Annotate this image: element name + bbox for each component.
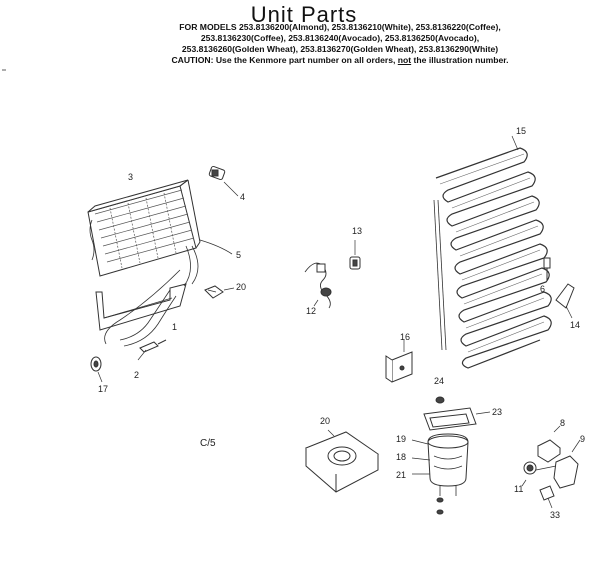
part-label-20-left: 20 (236, 282, 246, 292)
caution-suffix: the illustration number. (411, 55, 509, 65)
shield-part-14 (555, 283, 575, 319)
caution-not: not (397, 55, 412, 65)
part-label-18: 18 (396, 452, 406, 462)
models-line-3: 253.8136260(Golden Wheat), 253.8136270(G… (181, 44, 499, 54)
part-label-9: 9 (580, 434, 585, 444)
grommet-part-17 (90, 356, 103, 383)
bolt-part-6 (543, 257, 551, 280)
part-label-12: 12 (306, 306, 316, 316)
models-line-2: 253.8136230(Coffee), 253.8136240(Avocado… (200, 33, 480, 43)
page-title: Unit Parts (250, 2, 358, 27)
part-label-21: 21 (396, 470, 406, 480)
sensor-part-13 (349, 240, 361, 270)
bracket-part-16 (385, 340, 413, 383)
condenser-coil-part-3 (87, 179, 201, 277)
part-label-4: 4 (240, 192, 245, 202)
compressor-assembly-parts-18-19-21 (411, 433, 469, 515)
part-label-2: 2 (134, 370, 139, 380)
screw-part-24 (435, 396, 445, 404)
clip-part-4 (208, 165, 239, 197)
screw-part-2 (137, 339, 167, 361)
part-label-11: 11 (514, 484, 523, 494)
part-label-19: 19 (396, 434, 406, 444)
part-label-8: 8 (560, 418, 565, 428)
part-label-24: 24 (434, 376, 444, 386)
caution-prefix: CAUTION: Use the Kenmore part number on … (171, 55, 398, 65)
part-label-14: 14 (570, 320, 580, 330)
wire-harness-part-5 (104, 239, 233, 345)
part-label-23: 23 (492, 407, 502, 417)
relay-assembly-parts-8-9-11-33 (521, 425, 581, 509)
part-label-33: 33 (550, 510, 560, 520)
part-label-17: 17 (98, 384, 108, 394)
part-label-5: 5 (236, 250, 241, 260)
part-label-13: 13 (352, 226, 362, 236)
evaporator-coil-part-15 (433, 135, 552, 369)
models-block: FOR MODELS 253.8136200(Almond), 253.8136… (110, 22, 570, 66)
bracket-part-20-left (204, 285, 235, 299)
part-label-16: 16 (400, 332, 410, 342)
part-label-20-lower: 20 (320, 416, 330, 426)
page-code: C/5 (200, 438, 216, 449)
part-label-1: 1 (172, 322, 177, 332)
thermostat-part-12 (304, 262, 332, 309)
part-label-15: 15 (516, 126, 526, 136)
part-label-6: 6 (540, 284, 545, 294)
models-line-1: FOR MODELS 253.8136200(Almond), 253.8136… (179, 22, 501, 32)
base-frame-part-1 (95, 283, 187, 347)
part-label-3: 3 (128, 172, 133, 182)
caution-line: CAUTION: Use the Kenmore part number on … (110, 55, 570, 66)
gasket-part-23 (423, 407, 491, 431)
base-plate-part-20-lower (305, 429, 379, 493)
